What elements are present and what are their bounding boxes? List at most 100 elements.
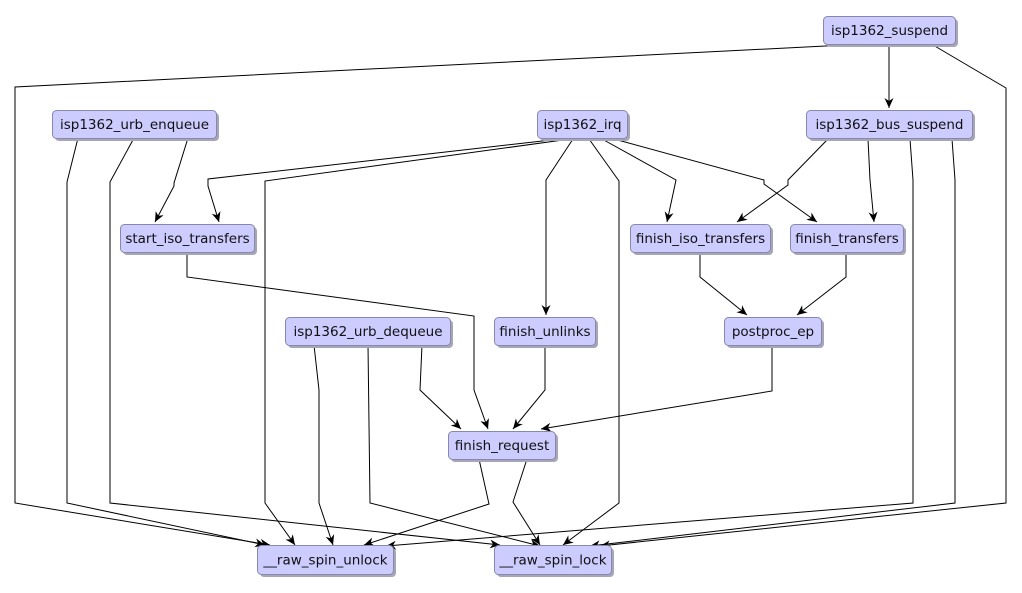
edge-line bbox=[512, 458, 541, 546]
node-box[interactable] bbox=[52, 110, 217, 139]
edge-line bbox=[589, 138, 956, 547]
arrowhead-icon bbox=[285, 534, 295, 545]
edge-line bbox=[367, 344, 541, 547]
node-label: start_iso_transfers bbox=[125, 231, 249, 247]
arrowhead-icon bbox=[664, 211, 674, 222]
node-isp1362-urb-enqueue[interactable]: isp1362_urb_enqueue bbox=[52, 110, 220, 142]
node-box[interactable] bbox=[257, 545, 394, 575]
edge-isp1362_irq-to-raw_spin_unlock bbox=[264, 139, 564, 546]
node-box[interactable] bbox=[630, 224, 771, 253]
edge-finish_request-to-raw_spin_lock bbox=[512, 458, 541, 546]
node-box[interactable] bbox=[494, 317, 596, 346]
node-finish-iso-transfers[interactable]: finish_iso_transfers bbox=[630, 224, 774, 256]
edge-finish_iso_transfers-to-postproc_ep bbox=[699, 252, 748, 316]
edge-line bbox=[419, 344, 462, 430]
edge-line bbox=[363, 458, 490, 546]
edge-isp1362_suspend-to-isp1362_bus_suspend bbox=[884, 44, 894, 108]
edge-line bbox=[207, 138, 561, 223]
node-raw-spin-lock[interactable]: __raw_spin_lock bbox=[494, 545, 615, 578]
edges-layer bbox=[14, 44, 1007, 550]
edge-isp1362_urb_enqueue-to-start_iso_transfers bbox=[154, 137, 189, 223]
arrowhead-icon bbox=[155, 211, 164, 222]
arrowhead-icon bbox=[737, 212, 748, 222]
arrowhead-icon bbox=[211, 211, 221, 222]
node-finish-transfers[interactable]: finish_transfers bbox=[790, 224, 907, 256]
edge-line bbox=[796, 252, 847, 316]
node-label: isp1362_urb_enqueue bbox=[60, 117, 209, 133]
edge-isp1362_urb_dequeue-to-raw_spin_unlock bbox=[313, 344, 335, 546]
edge-line bbox=[385, 138, 914, 547]
edge-isp1362_irq-to-finish_unlinks bbox=[541, 138, 574, 315]
node-label: isp1362_bus_suspend bbox=[816, 117, 964, 133]
arrowhead-icon bbox=[563, 535, 574, 545]
edge-line bbox=[867, 138, 875, 223]
arrowhead-icon bbox=[541, 422, 552, 432]
node-label: finish_request bbox=[455, 438, 549, 454]
nodes-layer: isp1362_suspend isp1362_urb_enqueue isp136… bbox=[52, 16, 976, 578]
arrowhead-icon bbox=[480, 418, 489, 429]
node-label: __raw_spin_lock bbox=[498, 553, 606, 569]
arrowhead-icon bbox=[489, 539, 500, 549]
edge-postproc_ep-to-finish_request bbox=[540, 345, 773, 432]
arrowhead-icon bbox=[325, 534, 335, 545]
edge-line bbox=[736, 138, 829, 223]
edge-line bbox=[14, 44, 846, 546]
edge-isp1362_irq-to-raw_spin_lock bbox=[562, 138, 620, 546]
node-label: finish_transfers bbox=[795, 231, 899, 247]
edge-line bbox=[186, 252, 489, 430]
arrowhead-icon bbox=[450, 418, 461, 429]
edge-isp1362_irq-to-finish_iso_transfers bbox=[601, 138, 677, 223]
node-label: isp1362_suspend bbox=[831, 23, 948, 39]
node-isp1362-bus-suspend[interactable]: isp1362_bus_suspend bbox=[806, 110, 976, 142]
node-isp1362-suspend[interactable]: isp1362_suspend bbox=[823, 16, 959, 48]
edge-line bbox=[313, 344, 334, 546]
node-box[interactable] bbox=[494, 545, 612, 575]
edge-line bbox=[512, 345, 546, 430]
node-isp1362-irq[interactable]: isp1362_irq bbox=[537, 110, 631, 142]
edge-line bbox=[540, 345, 773, 430]
arrowhead-icon bbox=[797, 305, 808, 315]
arrowhead-icon bbox=[530, 534, 540, 545]
edge-isp1362_bus_suspend-to-raw_spin_unlock bbox=[385, 138, 914, 550]
edge-line bbox=[562, 138, 620, 546]
arrowhead-icon bbox=[541, 305, 551, 315]
edge-finish_request-to-raw_spin_unlock bbox=[363, 458, 490, 547]
node-start-iso-transfers[interactable]: start_iso_transfers bbox=[120, 224, 258, 256]
node-box[interactable] bbox=[537, 110, 628, 139]
node-box[interactable] bbox=[285, 317, 451, 346]
node-label: isp1362_urb_dequeue bbox=[293, 324, 442, 340]
node-raw-spin-unlock[interactable]: __raw_spin_unlock bbox=[257, 545, 397, 578]
arrowhead-icon bbox=[386, 540, 397, 550]
edge-isp1362_urb_enqueue-to-raw_spin_lock bbox=[109, 137, 501, 549]
node-box[interactable] bbox=[806, 110, 973, 139]
arrowhead-icon bbox=[736, 305, 747, 315]
arrowhead-icon bbox=[364, 537, 375, 547]
edge-line bbox=[599, 44, 1007, 547]
edge-line bbox=[699, 252, 748, 316]
node-finish-request[interactable]: finish_request bbox=[448, 431, 559, 463]
node-label: isp1362_irq bbox=[543, 117, 621, 133]
node-box[interactable] bbox=[724, 317, 822, 346]
node-box[interactable] bbox=[790, 224, 904, 253]
edge-line bbox=[613, 138, 818, 223]
edge-line bbox=[154, 137, 189, 223]
edge-line bbox=[264, 139, 564, 546]
edge-isp1362_irq-to-finish_transfers bbox=[613, 138, 818, 223]
arrowhead-icon bbox=[868, 211, 878, 222]
node-box[interactable] bbox=[448, 431, 556, 460]
node-postproc-ep[interactable]: postproc_ep bbox=[724, 317, 825, 349]
edge-line bbox=[545, 138, 574, 315]
node-finish-unlinks[interactable]: finish_unlinks bbox=[494, 317, 599, 349]
node-box[interactable] bbox=[823, 16, 956, 45]
edge-finish_unlinks-to-finish_request bbox=[512, 345, 546, 430]
node-box[interactable] bbox=[120, 224, 255, 253]
edge-line bbox=[109, 137, 501, 546]
arrowhead-icon bbox=[884, 98, 894, 108]
node-label: postproc_ep bbox=[732, 324, 814, 340]
node-isp1362-urb-dequeue[interactable]: isp1362_urb_dequeue bbox=[285, 317, 454, 349]
node-label: finish_iso_transfers bbox=[636, 231, 765, 247]
edge-isp1362_irq-to-start_iso_transfers bbox=[207, 138, 561, 223]
edge-finish_transfers-to-postproc_ep bbox=[796, 252, 847, 316]
arrowhead-icon bbox=[806, 212, 817, 222]
